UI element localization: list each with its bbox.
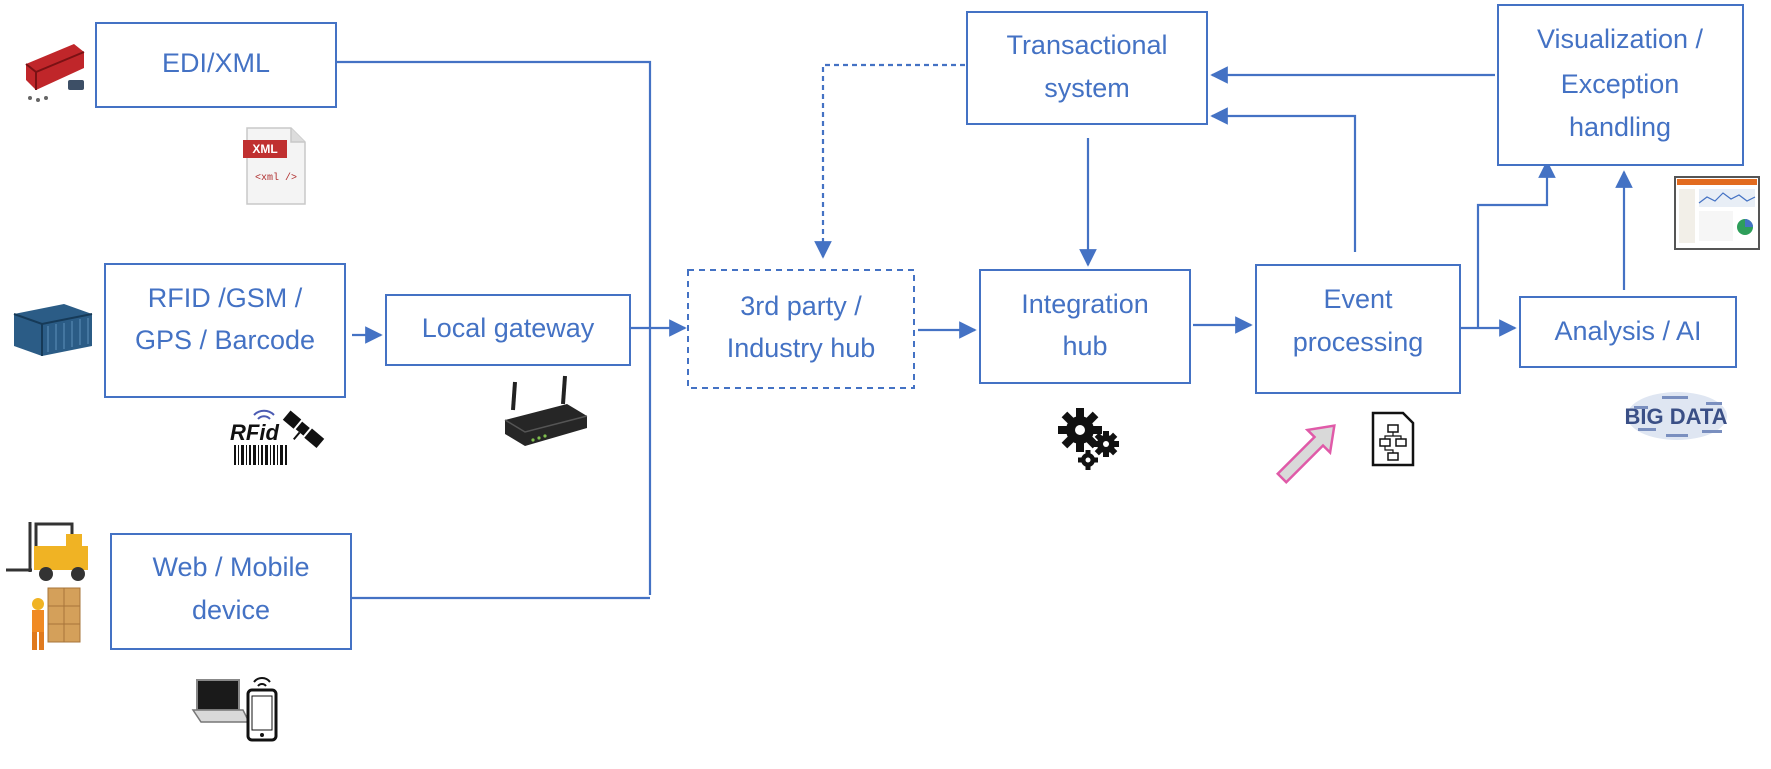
node-visualization-label-line1: Visualization / — [1537, 24, 1704, 54]
svg-text:<xml />: <xml /> — [255, 172, 297, 184]
svg-text:RFid: RFid — [230, 420, 279, 445]
node-integration-label-line2: hub — [1062, 331, 1107, 361]
connector-event-to-transactional — [1210, 107, 1357, 252]
node-visualization-label-line3: handling — [1569, 112, 1671, 142]
connectors — [336, 60, 1633, 600]
node-local-gateway: Local gateway — [385, 294, 631, 366]
node-rfid-label-line2: GPS / Barcode — [135, 325, 315, 355]
node-visualization-label-line2: Exception — [1561, 69, 1680, 99]
node-local-gateway-label: Local gateway — [422, 313, 595, 343]
node-analysis-label: Analysis / AI — [1554, 316, 1701, 346]
node-visualization-exception-handling: Visualization / Exception handling — [1497, 4, 1744, 166]
flowchart-doc-icon — [1371, 411, 1415, 467]
node-rfid-label-line1: RFID /GSM / — [148, 283, 303, 313]
node-3rd-party-industry-hub: 3rd party / Industry hub — [687, 269, 915, 389]
server-icon — [25, 44, 85, 102]
connector-edi-to-bus — [336, 60, 652, 595]
router-icon — [504, 375, 588, 446]
node-event-processing: Event processing — [1255, 264, 1461, 394]
node-3rdparty-label-line2: Industry hub — [727, 333, 876, 363]
node-web-mobile-device: Web / Mobile device — [110, 533, 352, 650]
laptop-icon — [191, 679, 251, 723]
satellite-icon — [282, 410, 325, 449]
node-rfid-gsm-gps-barcode: RFID /GSM / GPS / Barcode — [104, 263, 346, 398]
node-integration-hub: Integration hub — [979, 269, 1191, 384]
trend-arrow-icon — [1275, 424, 1336, 485]
big-data-icon: BIG DATA — [1624, 392, 1728, 440]
svg-text:XML: XML — [252, 142, 277, 156]
node-web-label-line2: device — [192, 595, 270, 625]
node-event-label-line1: Event — [1323, 284, 1393, 314]
forklift-icon — [6, 522, 88, 581]
phone-icon — [246, 677, 278, 742]
worker-icon — [32, 587, 81, 650]
rfid-barcode-icon: RFid — [230, 409, 287, 465]
node-transactional-label-line1: Transactional — [1006, 30, 1167, 60]
container-icon — [13, 304, 93, 356]
dashboard-icon — [1674, 176, 1760, 250]
node-analysis-ai: Analysis / AI — [1519, 296, 1737, 368]
node-edi-xml: EDI/XML — [95, 22, 337, 108]
node-web-label-line1: Web / Mobile — [152, 552, 309, 582]
xml-file-icon: XML <xml /> — [243, 127, 306, 205]
connector-transactional-to-3rdparty — [814, 63, 965, 259]
node-transactional-system: Transactional system — [966, 11, 1208, 125]
node-3rdparty-label-line1: 3rd party / — [740, 291, 862, 321]
node-edi-xml-label: EDI/XML — [162, 48, 270, 78]
gears-icon — [1058, 408, 1119, 470]
node-transactional-label-line2: system — [1044, 73, 1130, 103]
connector-event-to-visualization — [1476, 160, 1556, 328]
node-event-label-line2: processing — [1293, 327, 1424, 357]
node-integration-label-line1: Integration — [1021, 289, 1149, 319]
